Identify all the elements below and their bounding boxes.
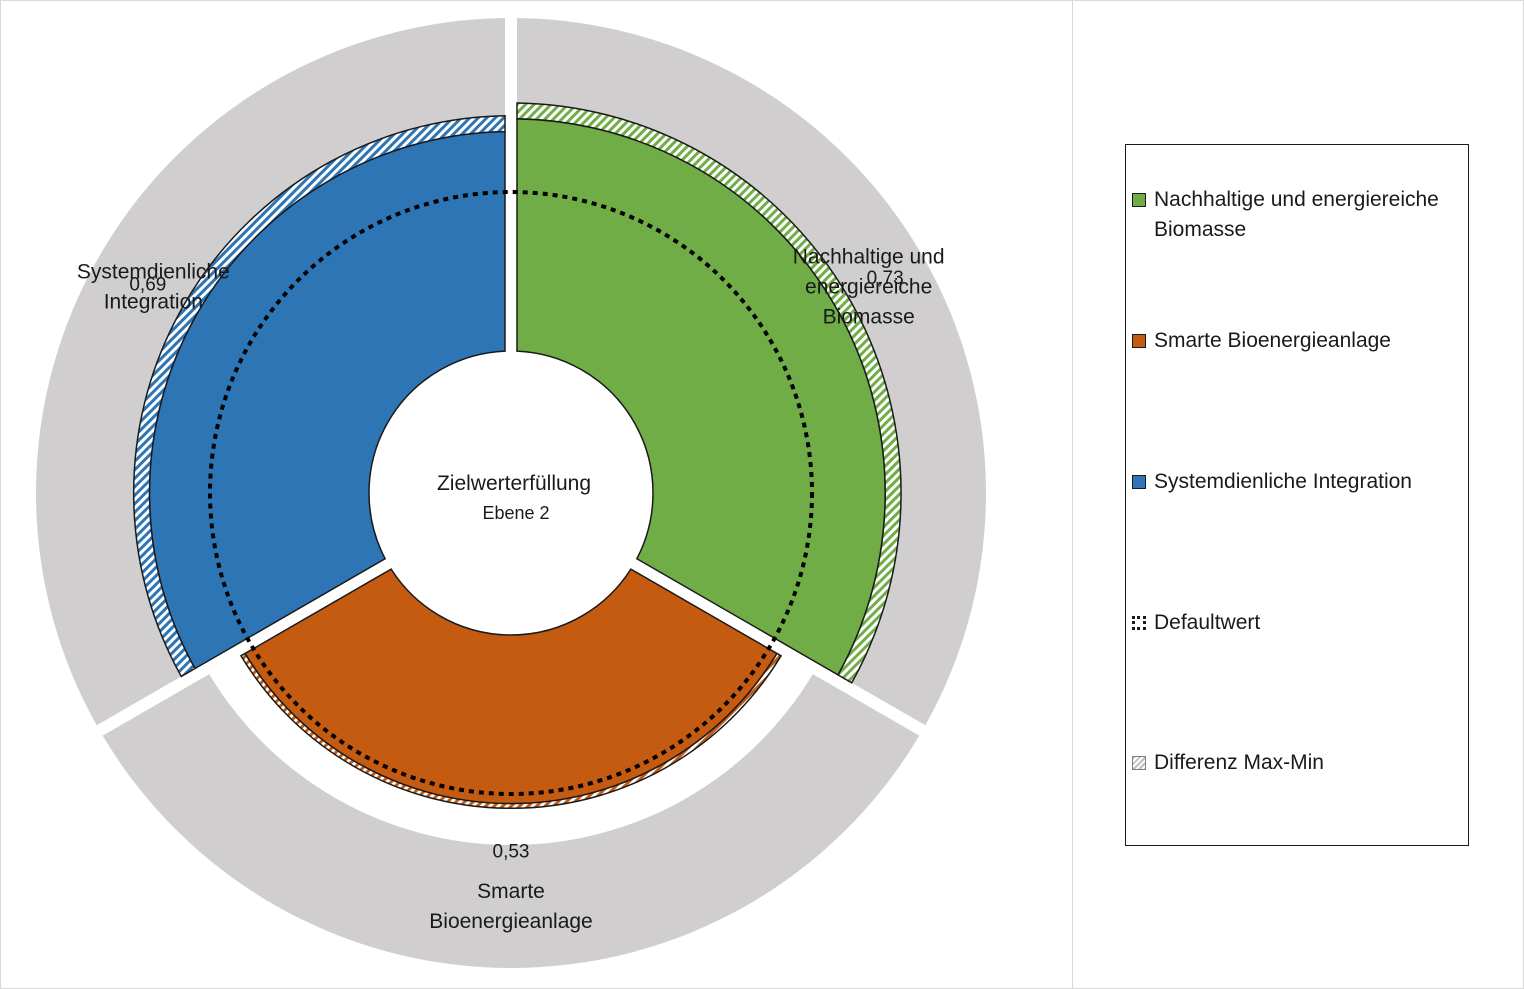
legend-item-biomasse: Nachhaltige und energiereiche Biomasse [1132,185,1464,245]
legend-item-anlage: Smarte Bioenergieanlage [1132,326,1464,356]
legend-swatch-differenz [1132,756,1146,770]
default-circle [208,190,814,796]
category-label-anlage-1: Bioenergieanlage [429,910,592,933]
center-subtitle: Ebene 2 [482,503,549,523]
legend-item-integration: Systemdienliche Integration [1132,467,1464,497]
legend-label-default: Defaultwert [1154,611,1261,634]
category-label-integration-1: Integration [104,291,203,314]
value-label-integration: 0,69 [129,274,166,295]
legend-swatch-default [1132,616,1146,630]
legend-label-integration: Systemdienliche Integration [1154,470,1412,493]
radial-bar-chart: 0,73 0,53 0,69 Nachhaltige und energiereiche… [36,18,986,968]
legend-label-anlage: Smarte Bioenergieanlage [1154,329,1391,352]
category-label-anlage-0: Smarte [477,880,545,903]
legend-label-differenz: Differenz Max-Min [1154,751,1324,774]
bar-integration [148,130,506,670]
panel-divider [1072,0,1073,989]
category-label-integration-0: Systemdienliche [77,261,230,284]
value-label-anlage: 0,53 [493,841,530,862]
bar-biomasse [516,118,886,676]
legend-swatch-biomasse [1132,193,1146,207]
category-label-biomasse-0: Nachhaltige und [793,246,945,269]
legend-item-default: Defaultwert [1132,608,1464,638]
legend: Nachhaltige und energiereiche Biomasse S… [1125,144,1469,846]
category-label-biomasse-1: energiereiche [805,276,932,299]
bar-anlage [244,568,778,805]
center-title: Zielwerterfüllung [437,472,591,495]
legend-swatch-integration [1132,475,1146,489]
category-label-biomasse-2: Biomasse [823,306,915,329]
legend-swatch-anlage [1132,334,1146,348]
legend-label-biomasse: Nachhaltige und energiereiche Biomasse [1154,188,1439,241]
outer-ring-anlage [102,674,920,968]
legend-item-differenz: Differenz Max-Min [1132,748,1464,778]
value-label-biomasse: 0,73 [867,268,904,289]
